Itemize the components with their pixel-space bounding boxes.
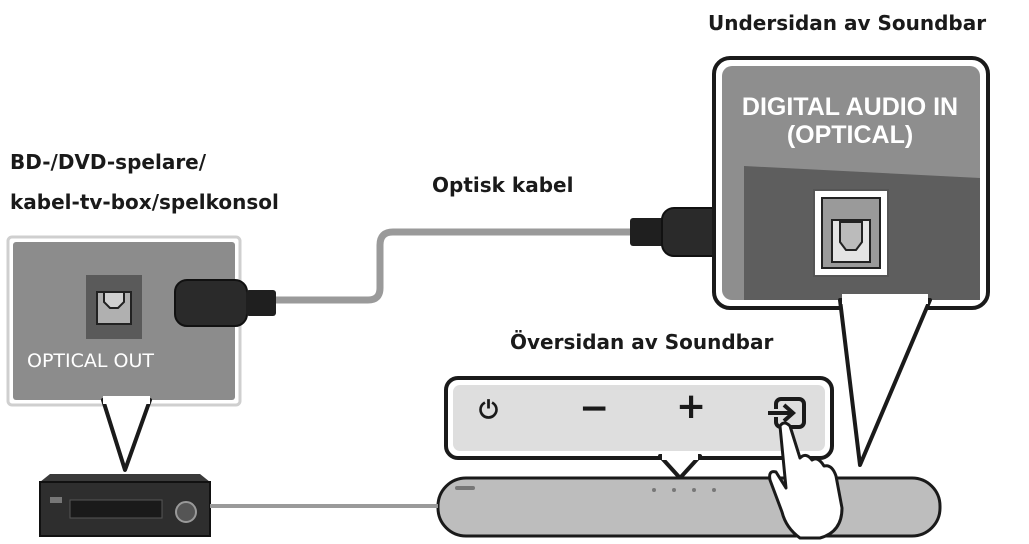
soundbar-bottom-label: Undersidan av Soundbar: [708, 11, 987, 35]
volume-up-button: +: [676, 386, 707, 427]
source-device-label-line1: BD-/DVD-spelare/: [10, 150, 207, 174]
optical-out-label: OPTICAL OUT: [27, 350, 154, 372]
soundbar-bottom-callout: [712, 56, 990, 467]
cable-label: Optisk kabel: [432, 173, 574, 197]
soundbar-top-callout: [444, 376, 834, 480]
power-icon: ⏻: [479, 396, 498, 424]
optical-port-icon: [86, 275, 142, 339]
optical-in-label: (OPTICAL): [786, 121, 914, 149]
soundbar: [436, 476, 942, 538]
cable-plug-left: [174, 279, 276, 327]
volume-down-button: −: [579, 388, 610, 429]
digital-audio-in-label: DIGITAL AUDIO IN: [741, 93, 959, 121]
optical-port-icon: [813, 189, 889, 277]
soundbar-top-label: Översidan av Soundbar: [510, 330, 774, 354]
source-device: [39, 474, 211, 537]
hand-icon: [768, 421, 844, 540]
source-device-label-line2: kabel-tv-box/spelkonsol: [10, 190, 279, 214]
optical-cable: [270, 228, 640, 304]
